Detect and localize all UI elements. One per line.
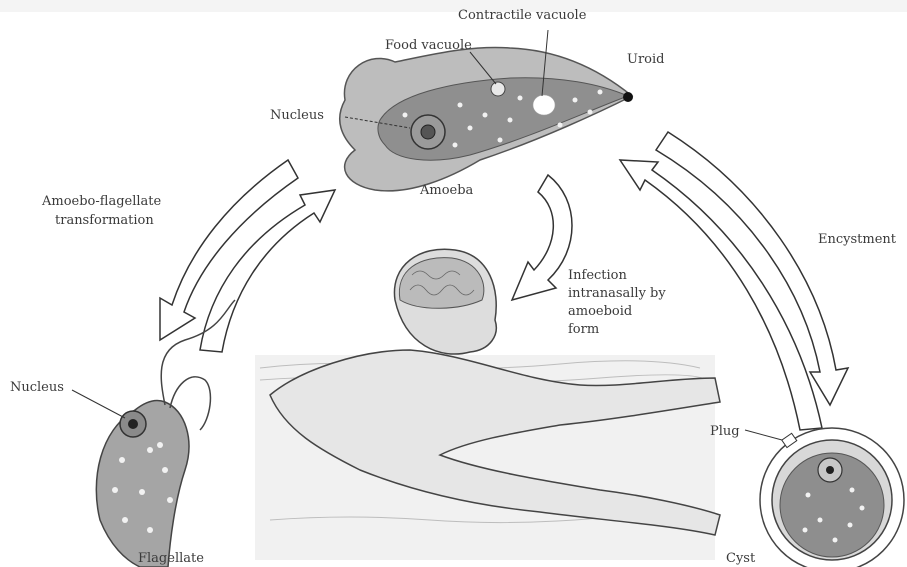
label-contractile-vacuole: Contractile vacuole (458, 8, 586, 24)
label-flagellate: Flagellate (138, 551, 204, 567)
food-vacuole (491, 82, 505, 96)
label-infection-2: intranasally by (568, 286, 666, 302)
label-infection-1: Infection (568, 268, 627, 284)
label-cyst: Cyst (726, 551, 755, 567)
flagellate-nucleus-pointer (72, 390, 125, 418)
label-amoeba: Amoeba (420, 183, 473, 199)
cyst-nucleolus (826, 466, 834, 474)
label-infection-4: form (568, 322, 599, 338)
arrow-to-amoeba (200, 190, 335, 352)
label-encystment: Encystment (818, 232, 896, 248)
top-band (0, 0, 907, 12)
label-nucleus-flagellate: Nucleus (10, 380, 64, 396)
label-food-vacuole: Food vacuole (385, 38, 472, 54)
label-transformation-2: transformation (55, 213, 154, 229)
label-transformation-1: Amoebo-flagellate (42, 194, 161, 210)
cyst-organism (745, 428, 904, 567)
label-nucleus-amoeba: Nucleus (270, 108, 324, 124)
amoeba-organism (340, 30, 633, 191)
flagellate-nucleolus (128, 419, 138, 429)
plug-pointer (745, 430, 782, 440)
label-infection-3: amoeboid (568, 304, 632, 320)
arrow-infection (512, 175, 572, 300)
label-uroid: Uroid (627, 52, 664, 68)
contractile-vacuole (533, 95, 555, 115)
amoeba-nucleolus (421, 125, 435, 139)
label-plug: Plug (710, 424, 740, 440)
uroid (623, 92, 633, 102)
